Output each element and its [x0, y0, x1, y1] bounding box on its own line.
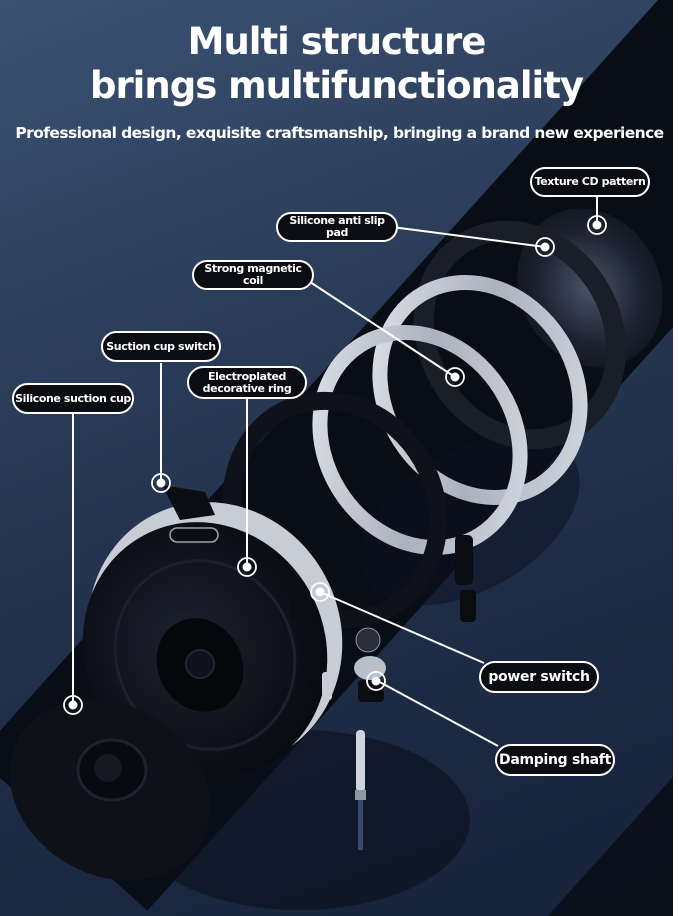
callout-damping-shaft: Damping shaft [495, 744, 615, 776]
callout-label: power switch [488, 669, 590, 685]
switch-lever [162, 485, 215, 520]
anchor-dots [63, 215, 607, 715]
body-knob [185, 649, 215, 679]
suction-cup-knob [94, 754, 122, 782]
callout-electroplated-decorative-ring: Electroplated decorative ring [187, 366, 307, 399]
callout-power-switch: power switch [479, 661, 599, 693]
hinge [455, 535, 473, 585]
damping-shaft-pin [356, 730, 365, 792]
callout-label: Strong magnetic coil [204, 262, 302, 287]
shaft-bracket [354, 656, 386, 680]
callout-label: Damping shaft [499, 752, 611, 768]
callout-label: Silicone suction cup [15, 391, 131, 405]
callout-label-line-1: Electroplated [208, 369, 286, 383]
side-port [322, 672, 332, 700]
shaft-collar [355, 790, 366, 800]
callout-silicone-suction-cup: Silicone suction cup [12, 383, 134, 414]
callout-label: Silicone anti slip pad [289, 214, 385, 239]
shaft-tail [358, 800, 363, 850]
leader-lines [72, 196, 598, 747]
switch-slot [169, 527, 219, 543]
callout-strong-magnetic-coil: Strong magnetic coil [192, 260, 314, 290]
headline-line-2: brings multifunctionality [89, 64, 584, 107]
callout-silicone-anti-slip-pad: Silicone anti slip pad [276, 212, 398, 242]
headline-line-1: Multi structure [187, 20, 487, 63]
callout-label: Suction cup switch [106, 339, 216, 353]
shaft-cap [355, 627, 381, 653]
right-border [673, 0, 679, 916]
callout-texture-cd-pattern: Texture CD pattern [530, 167, 650, 197]
hinge-lower [460, 590, 476, 622]
subtitle: Professional design, exquisite craftsman… [15, 124, 664, 142]
body-groove [113, 559, 297, 751]
shaft-holder [358, 680, 384, 702]
callout-suction-cup-switch: Suction cup switch [101, 331, 221, 362]
magnetic-coil-ring-2 [312, 325, 528, 555]
cd-pattern-disc [517, 208, 663, 368]
callout-label-line-2: decorative ring [202, 381, 292, 395]
callout-label: Texture CD pattern [534, 175, 646, 188]
power-switch-button [290, 590, 310, 620]
